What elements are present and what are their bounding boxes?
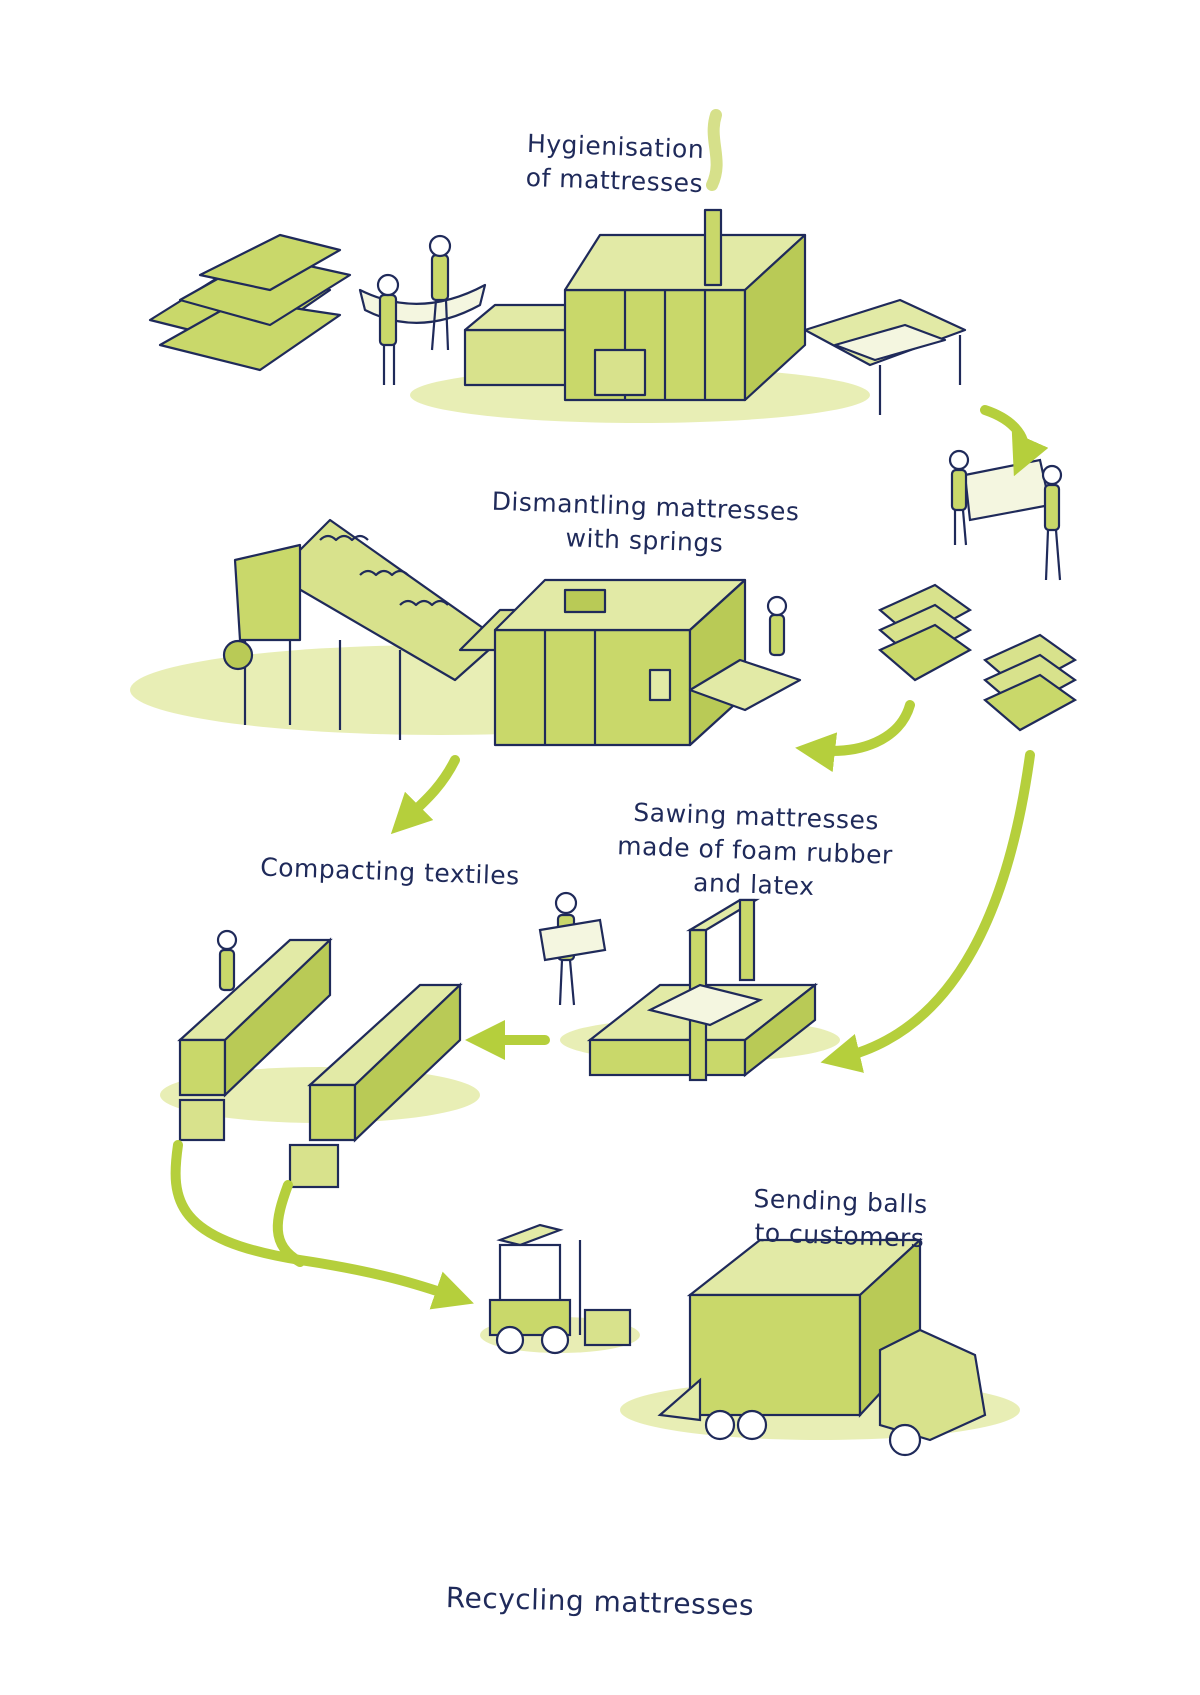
arrow-compacting-merge — [272, 1180, 305, 1267]
flow-arrows — [170, 405, 1049, 1310]
arrow-dismantling-to-compacting — [390, 755, 460, 835]
truck — [657, 1237, 987, 1457]
forklift — [488, 1223, 632, 1355]
dismantling-station — [222, 518, 802, 747]
hygienisation-station — [148, 109, 967, 415]
compacting-station — [177, 929, 463, 1189]
sawing-station — [538, 891, 819, 1082]
spring-conveyor — [222, 518, 502, 740]
label-dismantling: Dismantling mattresses with springs — [489, 485, 801, 564]
arrow-stack-to-dismantling — [795, 700, 915, 773]
dismantling-machine — [458, 578, 802, 747]
workers-with-mattress — [358, 234, 487, 385]
label-sending-line2: to customers — [754, 1218, 925, 1253]
label-sending: Sending balls to customers — [744, 1182, 936, 1257]
label-sawing: Sawing mattresses made of foam rubber an… — [608, 795, 901, 907]
mattress-stacks — [877, 583, 1078, 732]
mattress-pile — [148, 233, 352, 372]
label-hygienisation-line2: of mattresses — [525, 162, 704, 199]
workers-carrying-mattress — [948, 449, 1063, 581]
arrow-hygienisation-to-carry — [980, 405, 1049, 477]
label-hygienisation: Hygienisation of mattresses — [519, 127, 711, 202]
hygienisation-machine — [463, 208, 967, 415]
arrow-stack-to-sawing — [820, 750, 1035, 1073]
